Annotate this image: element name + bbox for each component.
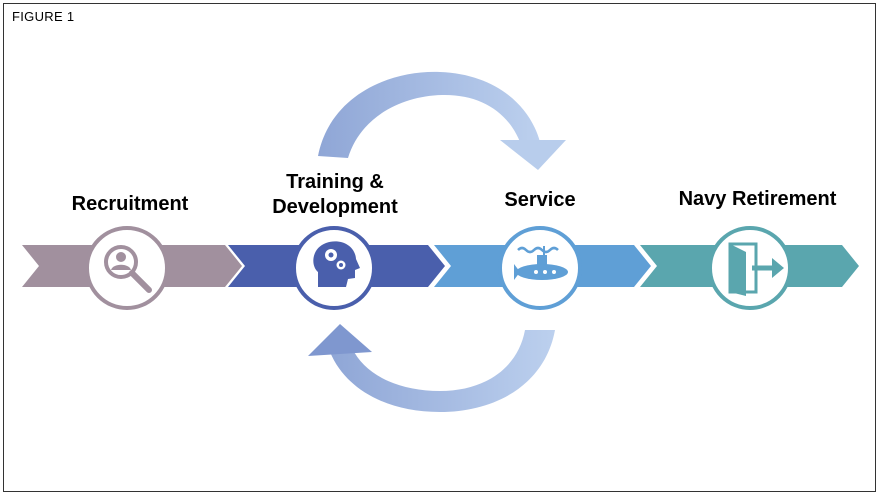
stage-title-training-line1: Training & [286,171,384,193]
stage-title-training-line2: Development [272,196,398,218]
curved-arrow-bottom-icon [308,324,555,412]
stage-title-service: Service [504,189,576,211]
curved-arrow-top-icon [318,71,566,170]
person-search-icon [85,226,169,310]
brain-gears-icon [292,226,376,310]
stage-title-recruitment: Recruitment [71,193,189,215]
stage-title-retirement: Navy Retirement [678,188,837,210]
exit-door-icon [708,226,792,310]
figure-label: FIGURE 1 [12,9,75,24]
submarine-icon [498,226,582,310]
